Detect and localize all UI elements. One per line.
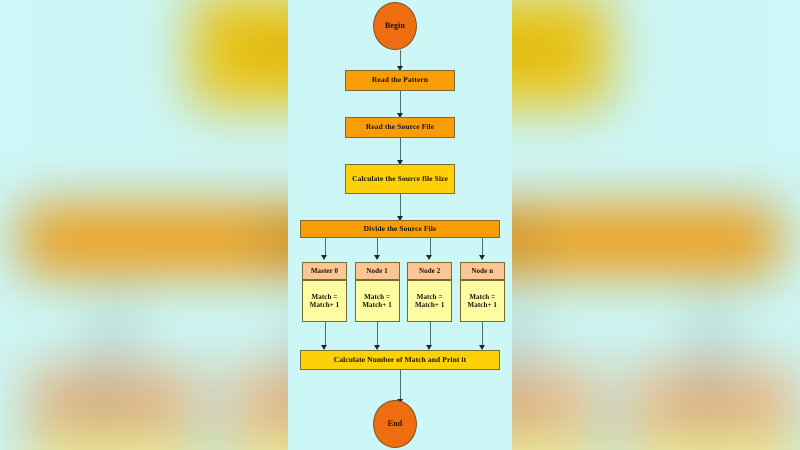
node-body-2: Match = Match+ 1 [407, 280, 453, 322]
node-header-0: Master 0 [27, 365, 199, 434]
arrow-node-1-to-calc-match [373, 345, 380, 350]
arrow-calc-size-to-divide [396, 216, 403, 221]
connector-divide-to-node-0 [324, 238, 326, 257]
node-body-0: Match = Match+ 1 [302, 280, 347, 322]
node-header-2: Node 2 [407, 262, 453, 280]
read-source-file-box: Read the Source File [345, 117, 455, 138]
arrow-divide-to-node-2 [426, 255, 433, 260]
node-body-0: Match = Match+ 1 [27, 434, 199, 450]
node-body-1: Match = Match+ 1 [354, 280, 400, 322]
connector-divide-to-node-1 [377, 238, 379, 257]
connector-divide-to-node-2 [512, 274, 517, 347]
connector-read-source-to-calc-size [400, 138, 401, 163]
arrow-node-2-to-calc-match [426, 345, 433, 350]
begin-terminal: Begin [373, 2, 417, 50]
arrow-node-0-to-calc-match [321, 345, 327, 350]
divide-source-file-bar: Divide the Source File [300, 220, 500, 238]
node-header-0: Master 0 [302, 262, 347, 280]
connector-divide-to-node-3 [712, 274, 717, 347]
connector-read-pattern-to-read-source [400, 91, 401, 116]
arrow-read-source-to-calc-size [396, 160, 403, 165]
connector-node-1-to-calc-match [377, 322, 379, 346]
arrow-divide-to-node-0 [321, 255, 327, 260]
node-header-3: Node n [627, 365, 799, 434]
connector-begin-to-read-pattern [400, 50, 401, 69]
arrow-read-pattern-to-read-source [396, 113, 403, 118]
connector-divide-to-node-0 [113, 274, 117, 347]
arrow-divide-to-node-3 [478, 255, 485, 260]
arrow-divide-to-node-1 [373, 255, 380, 260]
connector-divide-to-node-2 [429, 238, 431, 257]
node-body-3: Match = Match+ 1 [627, 434, 799, 450]
calculate-match-bar: Calculate Number of Match and Print it [300, 350, 500, 370]
arrow-node-3-to-calc-match [478, 345, 485, 350]
connector-node-0-to-calc-match [324, 322, 326, 346]
arrow-divide-to-node-3 [699, 339, 723, 358]
connector-calc-match-to-end [400, 370, 401, 402]
connector-node-2-to-calc-match [429, 322, 431, 346]
node-header-1: Node 1 [354, 262, 400, 280]
connector-calc-size-to-divide [400, 194, 401, 219]
connector-divide-to-node-3 [482, 238, 484, 257]
node-body-3: Match = Match+ 1 [459, 280, 505, 322]
arrow-divide-to-node-0 [99, 339, 123, 358]
read-pattern-box: Read the Pattern [345, 70, 455, 91]
calculate-source-size-box: Calculate the Source file Size [345, 164, 455, 194]
connector-node-3-to-calc-match [482, 322, 484, 346]
end-terminal: End [373, 400, 417, 448]
node-header-3: Node n [459, 262, 505, 280]
arrow-begin-to-read-pattern [396, 66, 403, 71]
